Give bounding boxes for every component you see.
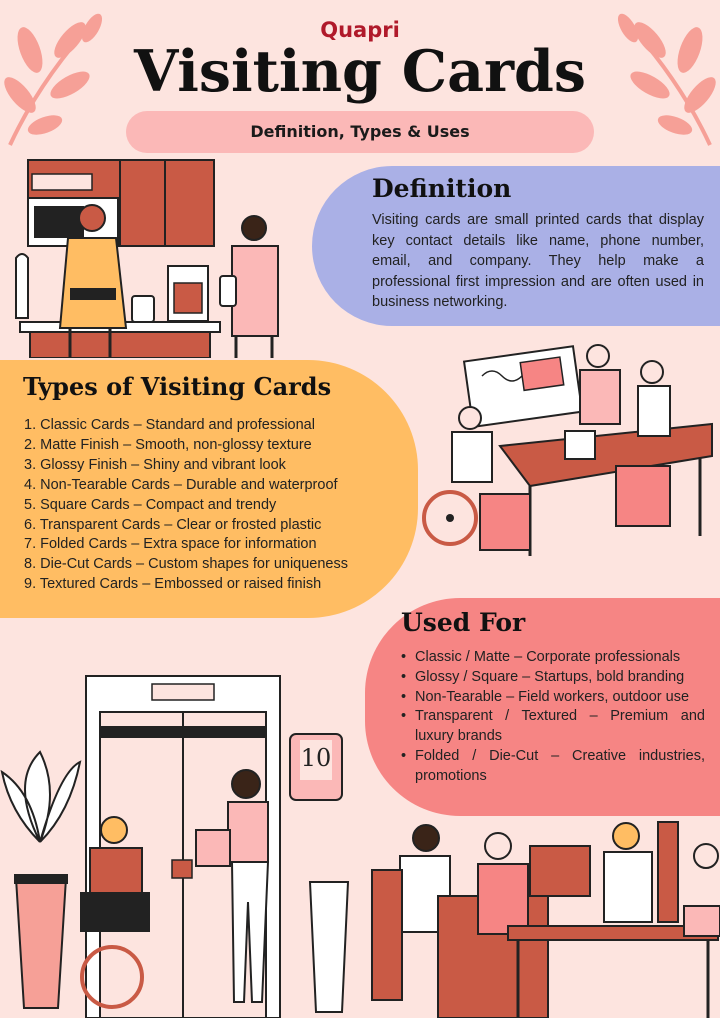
uses-card: Used For Classic / Matte – Corporate pro… (365, 598, 720, 816)
uses-heading: Used For (401, 608, 526, 637)
leaf-decoration-right-icon (617, 13, 716, 146)
list-item: 7. Folded Cards – Extra space for inform… (24, 536, 317, 553)
list-item: 6. Transparent Cards – Clear or frosted … (24, 516, 322, 533)
list-item: 8. Die-Cut Cards – Custom shapes for uni… (24, 556, 348, 573)
list-item: 9. Textured Cards – Embossed or raised f… (24, 576, 322, 593)
uses-list: Classic / Matte – Corporate professional… (401, 648, 705, 787)
list-item: 4. Non-Tearable Cards – Durable and wate… (24, 476, 338, 493)
list-item: 3. Glossy Finish – Shiny and vibrant loo… (24, 456, 286, 473)
page-title: Visiting Cards (133, 38, 587, 105)
elevator-floor-sign: 10 (300, 744, 332, 772)
definition-card: Definition Visiting cards are small prin… (312, 166, 720, 326)
subtitle-pill: Definition, Types & Uses (126, 111, 594, 153)
list-item: Folded / Die-Cut – Creative industries, … (401, 747, 705, 787)
kitchen-illustration-icon (15, 159, 279, 358)
list-item: Classic / Matte – Corporate professional… (401, 648, 705, 668)
definition-body: Visiting cards are small printed cards t… (372, 212, 704, 310)
team-desk-illustration-icon (371, 821, 720, 1018)
types-card: Types of Visiting Cards 1. Classic Cards… (0, 360, 418, 618)
definition-heading: Definition (372, 174, 512, 203)
list-item: 1. Classic Cards – Standard and professi… (24, 417, 315, 433)
office-meeting-illustration-icon (422, 344, 713, 556)
list-item: Glossy / Square – Startups, bold brandin… (401, 668, 705, 688)
brand-name: Quapri (320, 18, 400, 42)
types-heading: Types of Visiting Cards (23, 372, 332, 401)
types-list: 1. Classic Cards – Standard and professi… (24, 416, 348, 595)
list-item: 2. Matte Finish – Smooth, non-glossy tex… (24, 436, 312, 453)
list-item: Non-Tearable – Field workers, outdoor us… (401, 688, 705, 708)
list-item: Transparent / Textured – Premium and lux… (401, 707, 705, 747)
leaf-decoration-left-icon (4, 13, 103, 146)
list-item: 5. Square Cards – Compact and trendy (24, 496, 277, 513)
elevator-illustration-icon (0, 675, 350, 1018)
